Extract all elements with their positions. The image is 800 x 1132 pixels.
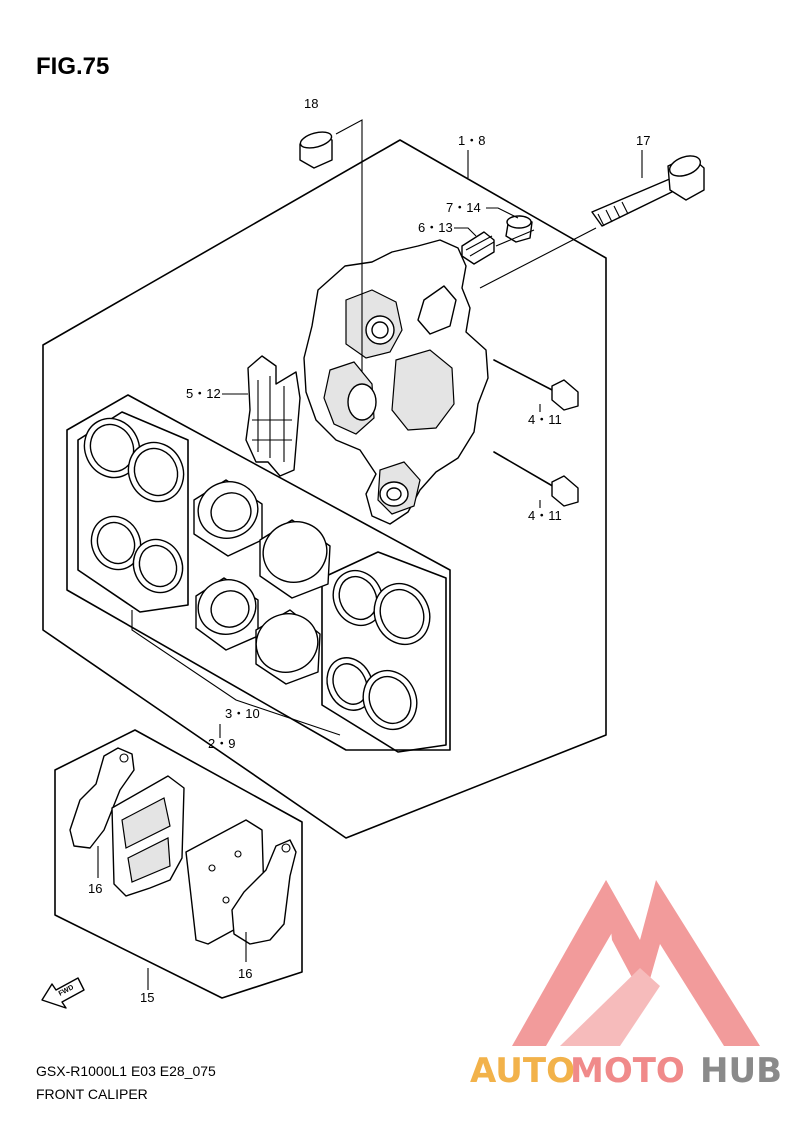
brake-pad-left: [69, 747, 185, 897]
left-seal-panel: [77, 411, 189, 613]
callout-6-13: 6・13: [418, 220, 453, 235]
figure-caption: FRONT CALIPER: [36, 1086, 148, 1102]
model-code: GSX-R1000L1 E03 E28_075: [36, 1063, 216, 1079]
callout-3-10: 3・10: [225, 706, 260, 721]
right-seal-panel: [321, 551, 447, 753]
pistons: [193, 479, 331, 685]
piston-4: [255, 609, 321, 685]
brake-pad-right: [185, 819, 297, 945]
pad-pin-upper: [493, 359, 579, 411]
automotohub-logo-icon: [512, 880, 760, 1046]
watermark-auto: AUTO: [470, 1051, 575, 1091]
callout-18: 18: [304, 96, 318, 111]
callout-4-11-lower: 4・11: [528, 508, 562, 523]
piston-1: [193, 479, 263, 557]
callout-15: 15: [140, 990, 154, 1005]
pad-spring: [245, 355, 301, 477]
mounting-bolt: [591, 155, 705, 227]
pad-pin-lower: [493, 451, 579, 507]
spacer-leader: [335, 119, 363, 372]
piston-3: [195, 577, 259, 651]
watermark-hub: HUB: [700, 1051, 782, 1091]
fwd-arrow-icon: FWD: [41, 977, 85, 1009]
bleeder-valve: [461, 231, 495, 265]
seal-kit-outline: [66, 394, 451, 751]
callout-16-right: 16: [238, 966, 252, 981]
piston-seals-right: [326, 569, 431, 731]
pad-set-outline: [54, 729, 303, 999]
piston-bracket-line: [131, 610, 341, 736]
callout-1-8: 1・8: [458, 133, 485, 148]
piston-seals-left: [83, 417, 185, 594]
watermark-moto: MOTO: [570, 1051, 685, 1091]
piston-2: [259, 519, 331, 599]
callout-16-left: 16: [88, 881, 102, 896]
leader-lines: [97, 150, 643, 990]
callout-4-11-upper: 4・11: [528, 412, 562, 427]
callout-7-14: 7・14: [446, 200, 481, 215]
callout-5-12: 5・12: [186, 386, 221, 401]
figure-title: FIG.75: [36, 53, 109, 80]
caliper-body: [303, 239, 489, 525]
bleeder-cap: [505, 215, 533, 243]
callout-17: 17: [636, 133, 650, 148]
callout-2-9: 2・9: [208, 736, 235, 751]
caliper-assembly-outline: [42, 139, 607, 839]
spacer: [299, 131, 333, 169]
